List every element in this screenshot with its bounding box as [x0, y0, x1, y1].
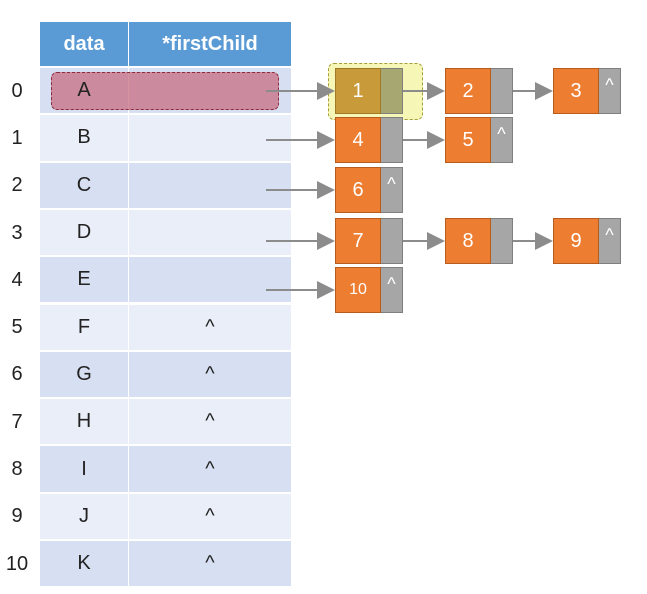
node-next-pointer: ^ [491, 117, 513, 163]
node-value: 2 [445, 68, 491, 114]
node-value: 5 [445, 117, 491, 163]
row-first-child-cell: ^ [129, 541, 291, 587]
row-index: 3 [11, 221, 23, 244]
node-next-pointer: ^ [599, 218, 621, 264]
row-index: 5 [11, 316, 23, 339]
row-data-cell: E [40, 257, 128, 303]
child-node: 7 [335, 218, 403, 264]
node-value: 8 [445, 218, 491, 264]
row-index: 2 [11, 174, 23, 197]
node-value: 3 [553, 68, 599, 114]
row-index: 10 [5, 552, 29, 575]
node-next-pointer: ^ [381, 267, 403, 313]
row-index: 6 [11, 363, 23, 386]
node-next-pointer: ^ [599, 68, 621, 114]
node-value: 1 [335, 68, 381, 114]
row-data-cell: G [40, 351, 128, 398]
child-node: 10^ [335, 267, 403, 313]
child-node: 2 [445, 68, 513, 114]
row-data-cell: C [40, 162, 128, 208]
row-index: 7 [11, 410, 23, 433]
child-node: 4 [335, 117, 403, 163]
row-index: 8 [11, 458, 23, 481]
child-node: 1 [335, 68, 403, 114]
row-index: 4 [11, 268, 23, 291]
selected-row-data: A [77, 78, 91, 101]
row-data-cell: B [40, 115, 128, 161]
node-next-pointer [381, 117, 403, 163]
row-index: 1 [11, 126, 23, 149]
row-first-child-cell: ^ [129, 304, 291, 350]
row-first-child-cell [129, 257, 291, 303]
node-next-pointer: ^ [381, 167, 403, 213]
row-first-child-cell: ^ [129, 351, 291, 398]
node-value: 9 [553, 218, 599, 264]
row-data-cell: H [40, 399, 128, 445]
row-first-child-cell: ^ [129, 446, 291, 492]
node-next-pointer [491, 218, 513, 264]
row-first-child-cell [129, 115, 291, 161]
child-node: 9^ [553, 218, 621, 264]
row-data-cell: D [40, 209, 128, 256]
child-node: 8 [445, 218, 513, 264]
row-data-cell: J [40, 493, 128, 539]
row-index: 9 [11, 505, 23, 528]
row-data-cell: F [40, 304, 128, 350]
row-first-child-cell: ^ [129, 399, 291, 445]
row-first-child-cell: ^ [129, 493, 291, 539]
row-data-cell: K [40, 541, 128, 587]
node-value: 6 [335, 167, 381, 213]
child-node: 6^ [335, 167, 403, 213]
node-value: 10 [335, 267, 381, 313]
node-value: 7 [335, 218, 381, 264]
node-next-pointer [381, 68, 403, 114]
child-node: 5^ [445, 117, 513, 163]
node-value: 4 [335, 117, 381, 163]
node-next-pointer [491, 68, 513, 114]
row-index: 0 [11, 79, 23, 102]
header-data: data [40, 22, 128, 66]
child-node: 3^ [553, 68, 621, 114]
row-data-cell: I [40, 446, 128, 492]
row-first-child-cell [129, 162, 291, 208]
node-next-pointer [381, 218, 403, 264]
selected-row-highlight [51, 72, 279, 110]
header-first-child: *firstChild [129, 22, 291, 66]
row-first-child-cell [129, 209, 291, 256]
